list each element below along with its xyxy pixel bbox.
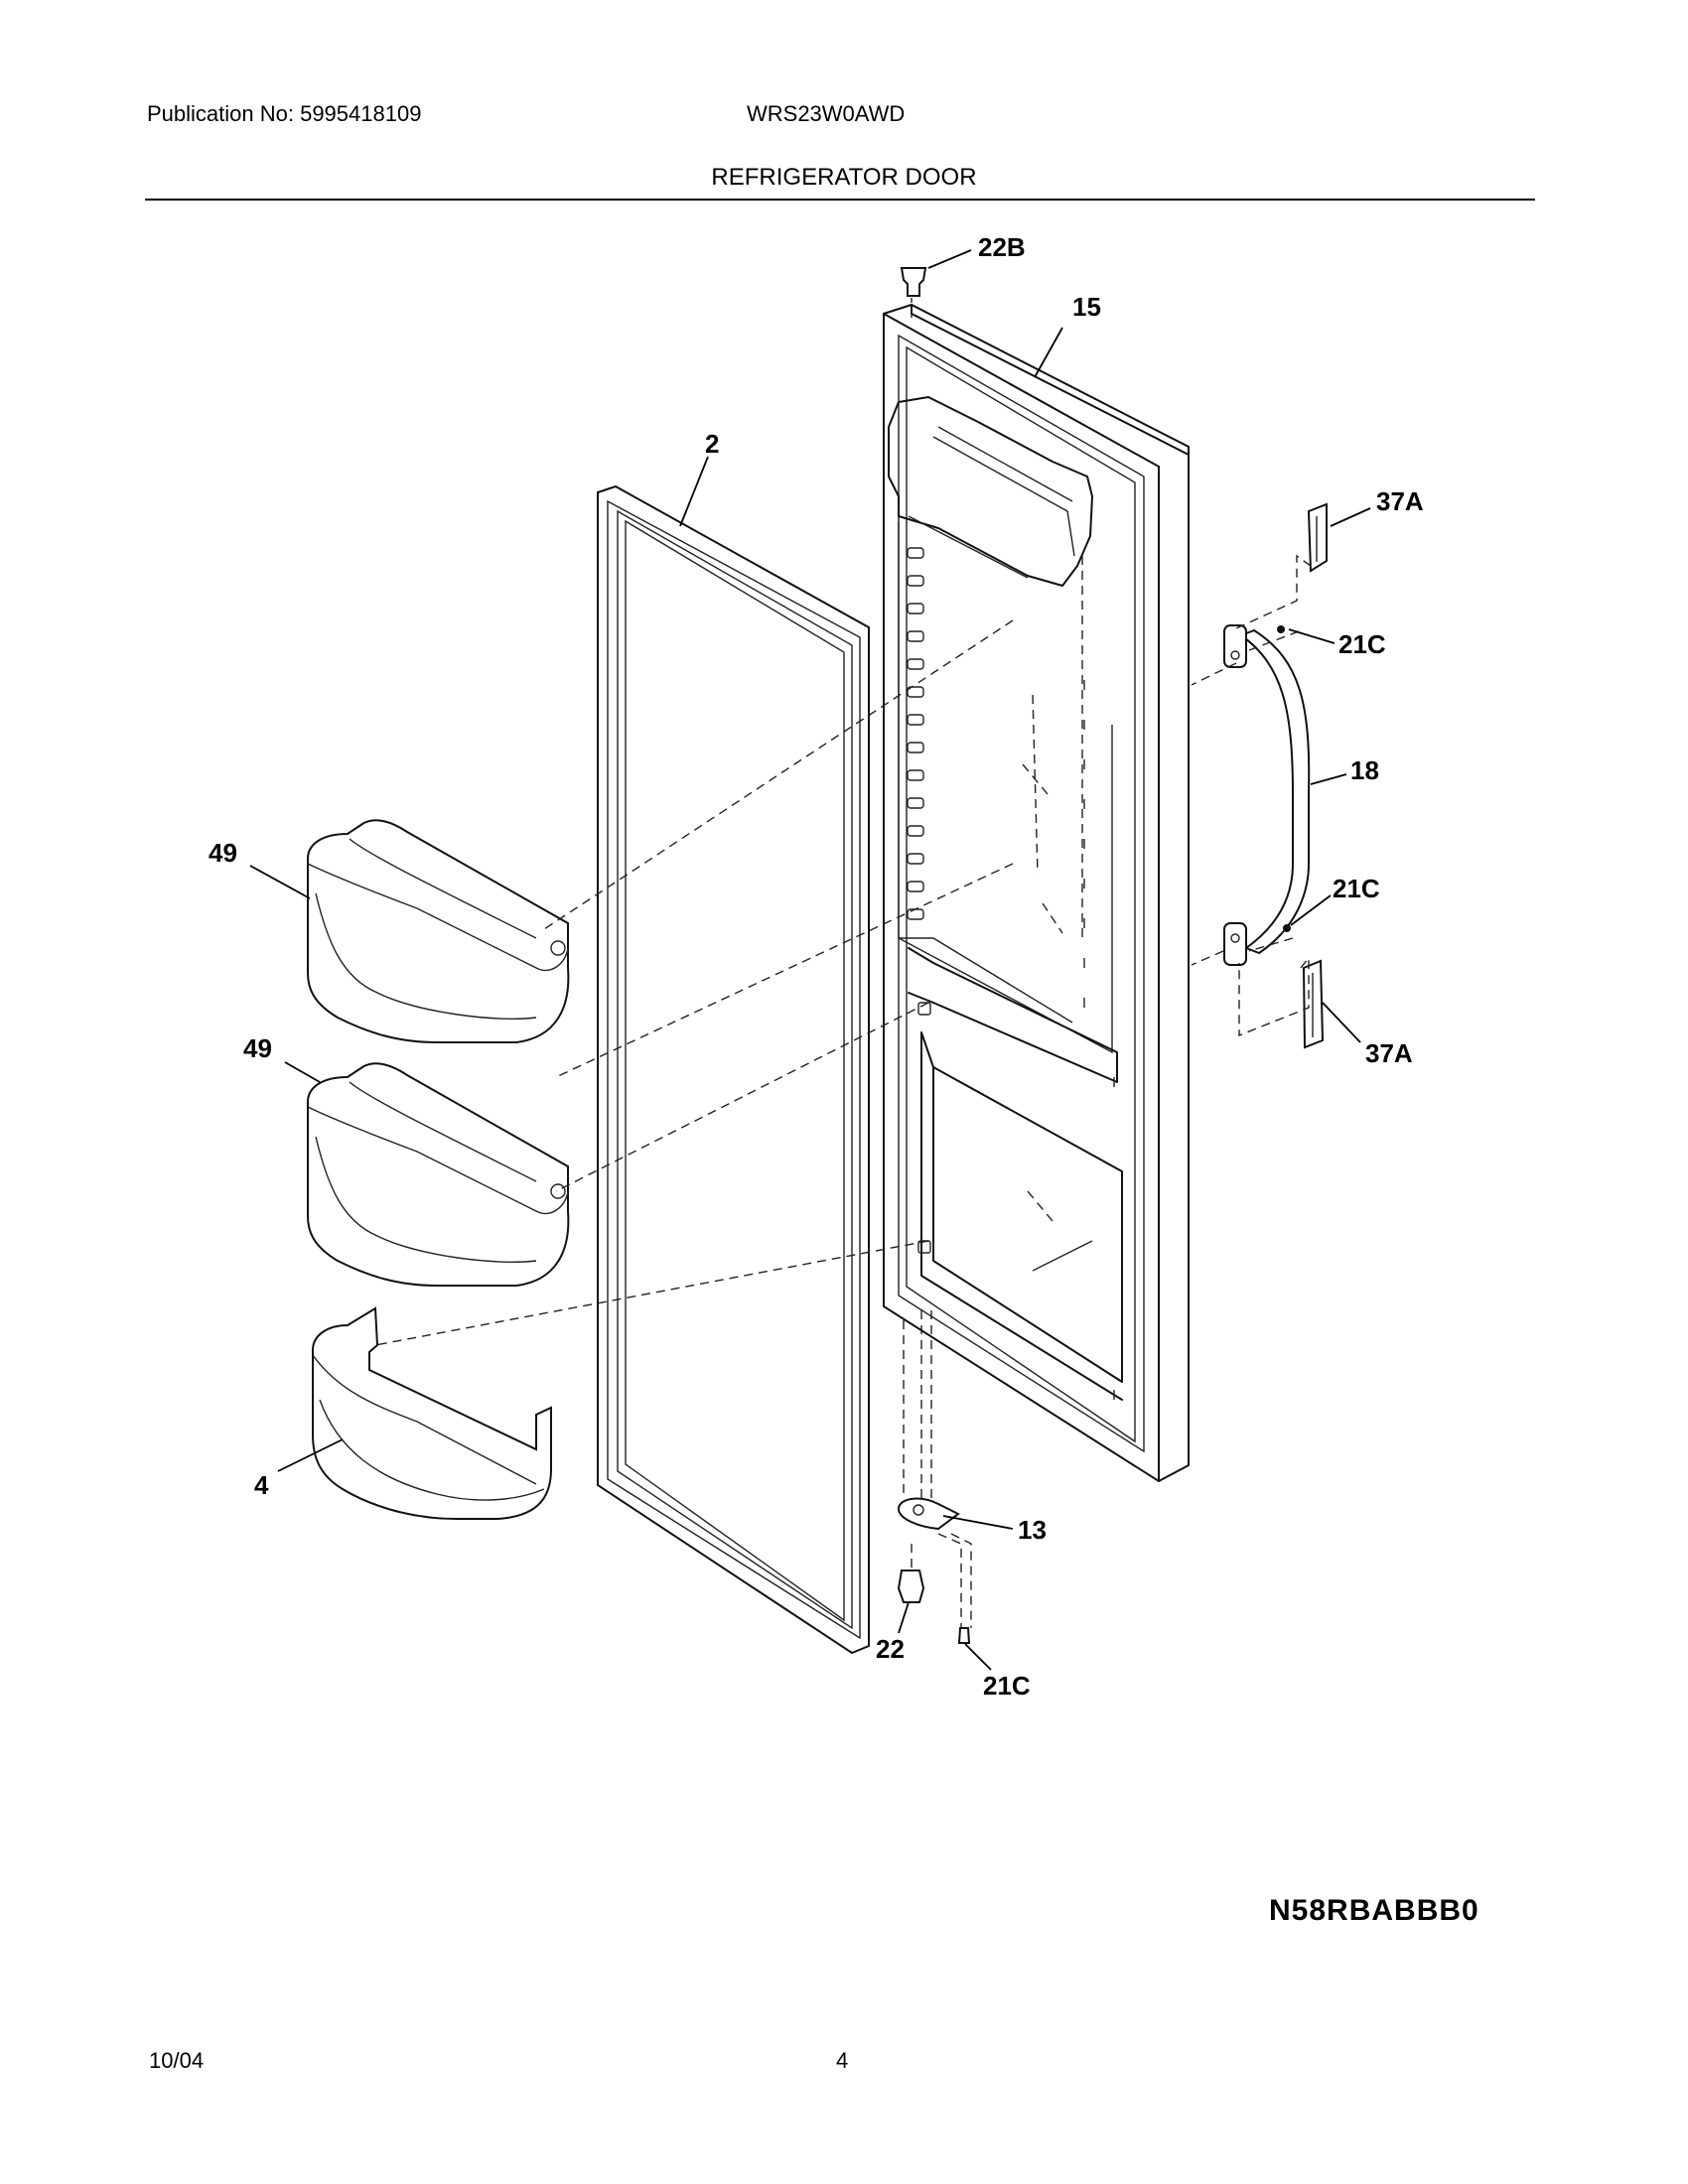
hinge-bushing-bottom: [897, 1570, 925, 1603]
callout-37a-top: 37A: [1376, 486, 1424, 516]
hinge-pin-top: [900, 267, 927, 297]
handle-end-cap-lower: [1302, 959, 1325, 1049]
callout-21c-bottom: 21C: [983, 1671, 1031, 1701]
callout-15: 15: [1072, 292, 1101, 322]
refrigerator-door: [883, 303, 1190, 1483]
door-gasket: [597, 484, 870, 1655]
model-number: WRS23W0AWD: [747, 101, 906, 126]
callout-49-upper: 49: [209, 838, 237, 868]
callout-18: 18: [1350, 755, 1379, 785]
header-rule: [145, 199, 1535, 201]
door-bin-middle: [307, 1062, 570, 1287]
callout-49-middle: 49: [243, 1033, 272, 1063]
diagram-code: N58RBABBB0: [1269, 1894, 1479, 1927]
callout-21c-mid: 21C: [1333, 874, 1380, 903]
callout-4: 4: [254, 1470, 269, 1500]
callout-13: 13: [1018, 1515, 1047, 1545]
handle-end-cap-upper: [1307, 502, 1328, 573]
callout-22: 22: [876, 1634, 905, 1664]
publication-number: Publication No: 5995418109: [147, 101, 422, 126]
screw-handle-top: [1277, 625, 1285, 633]
assembly-lines: [374, 298, 1312, 1628]
door-bin-upper: [307, 819, 570, 1043]
callout-21c-top: 21C: [1338, 629, 1386, 659]
footer-date: 10/04: [149, 2048, 205, 2073]
leader-lines: [249, 249, 1371, 1671]
callout-2: 2: [705, 429, 719, 459]
bottom-hinge: [897, 1497, 960, 1531]
callout-37a-bottom: 37A: [1365, 1038, 1413, 1068]
screw-bottom: [957, 1627, 971, 1644]
screw-handle-bottom: [1283, 924, 1291, 932]
callout-22b: 22B: [978, 232, 1026, 262]
door-bin-lower: [312, 1306, 552, 1520]
section-title: REFRIGERATOR DOOR: [711, 164, 977, 191]
page-number: 4: [836, 2048, 849, 2073]
door-handle: [1223, 624, 1311, 966]
